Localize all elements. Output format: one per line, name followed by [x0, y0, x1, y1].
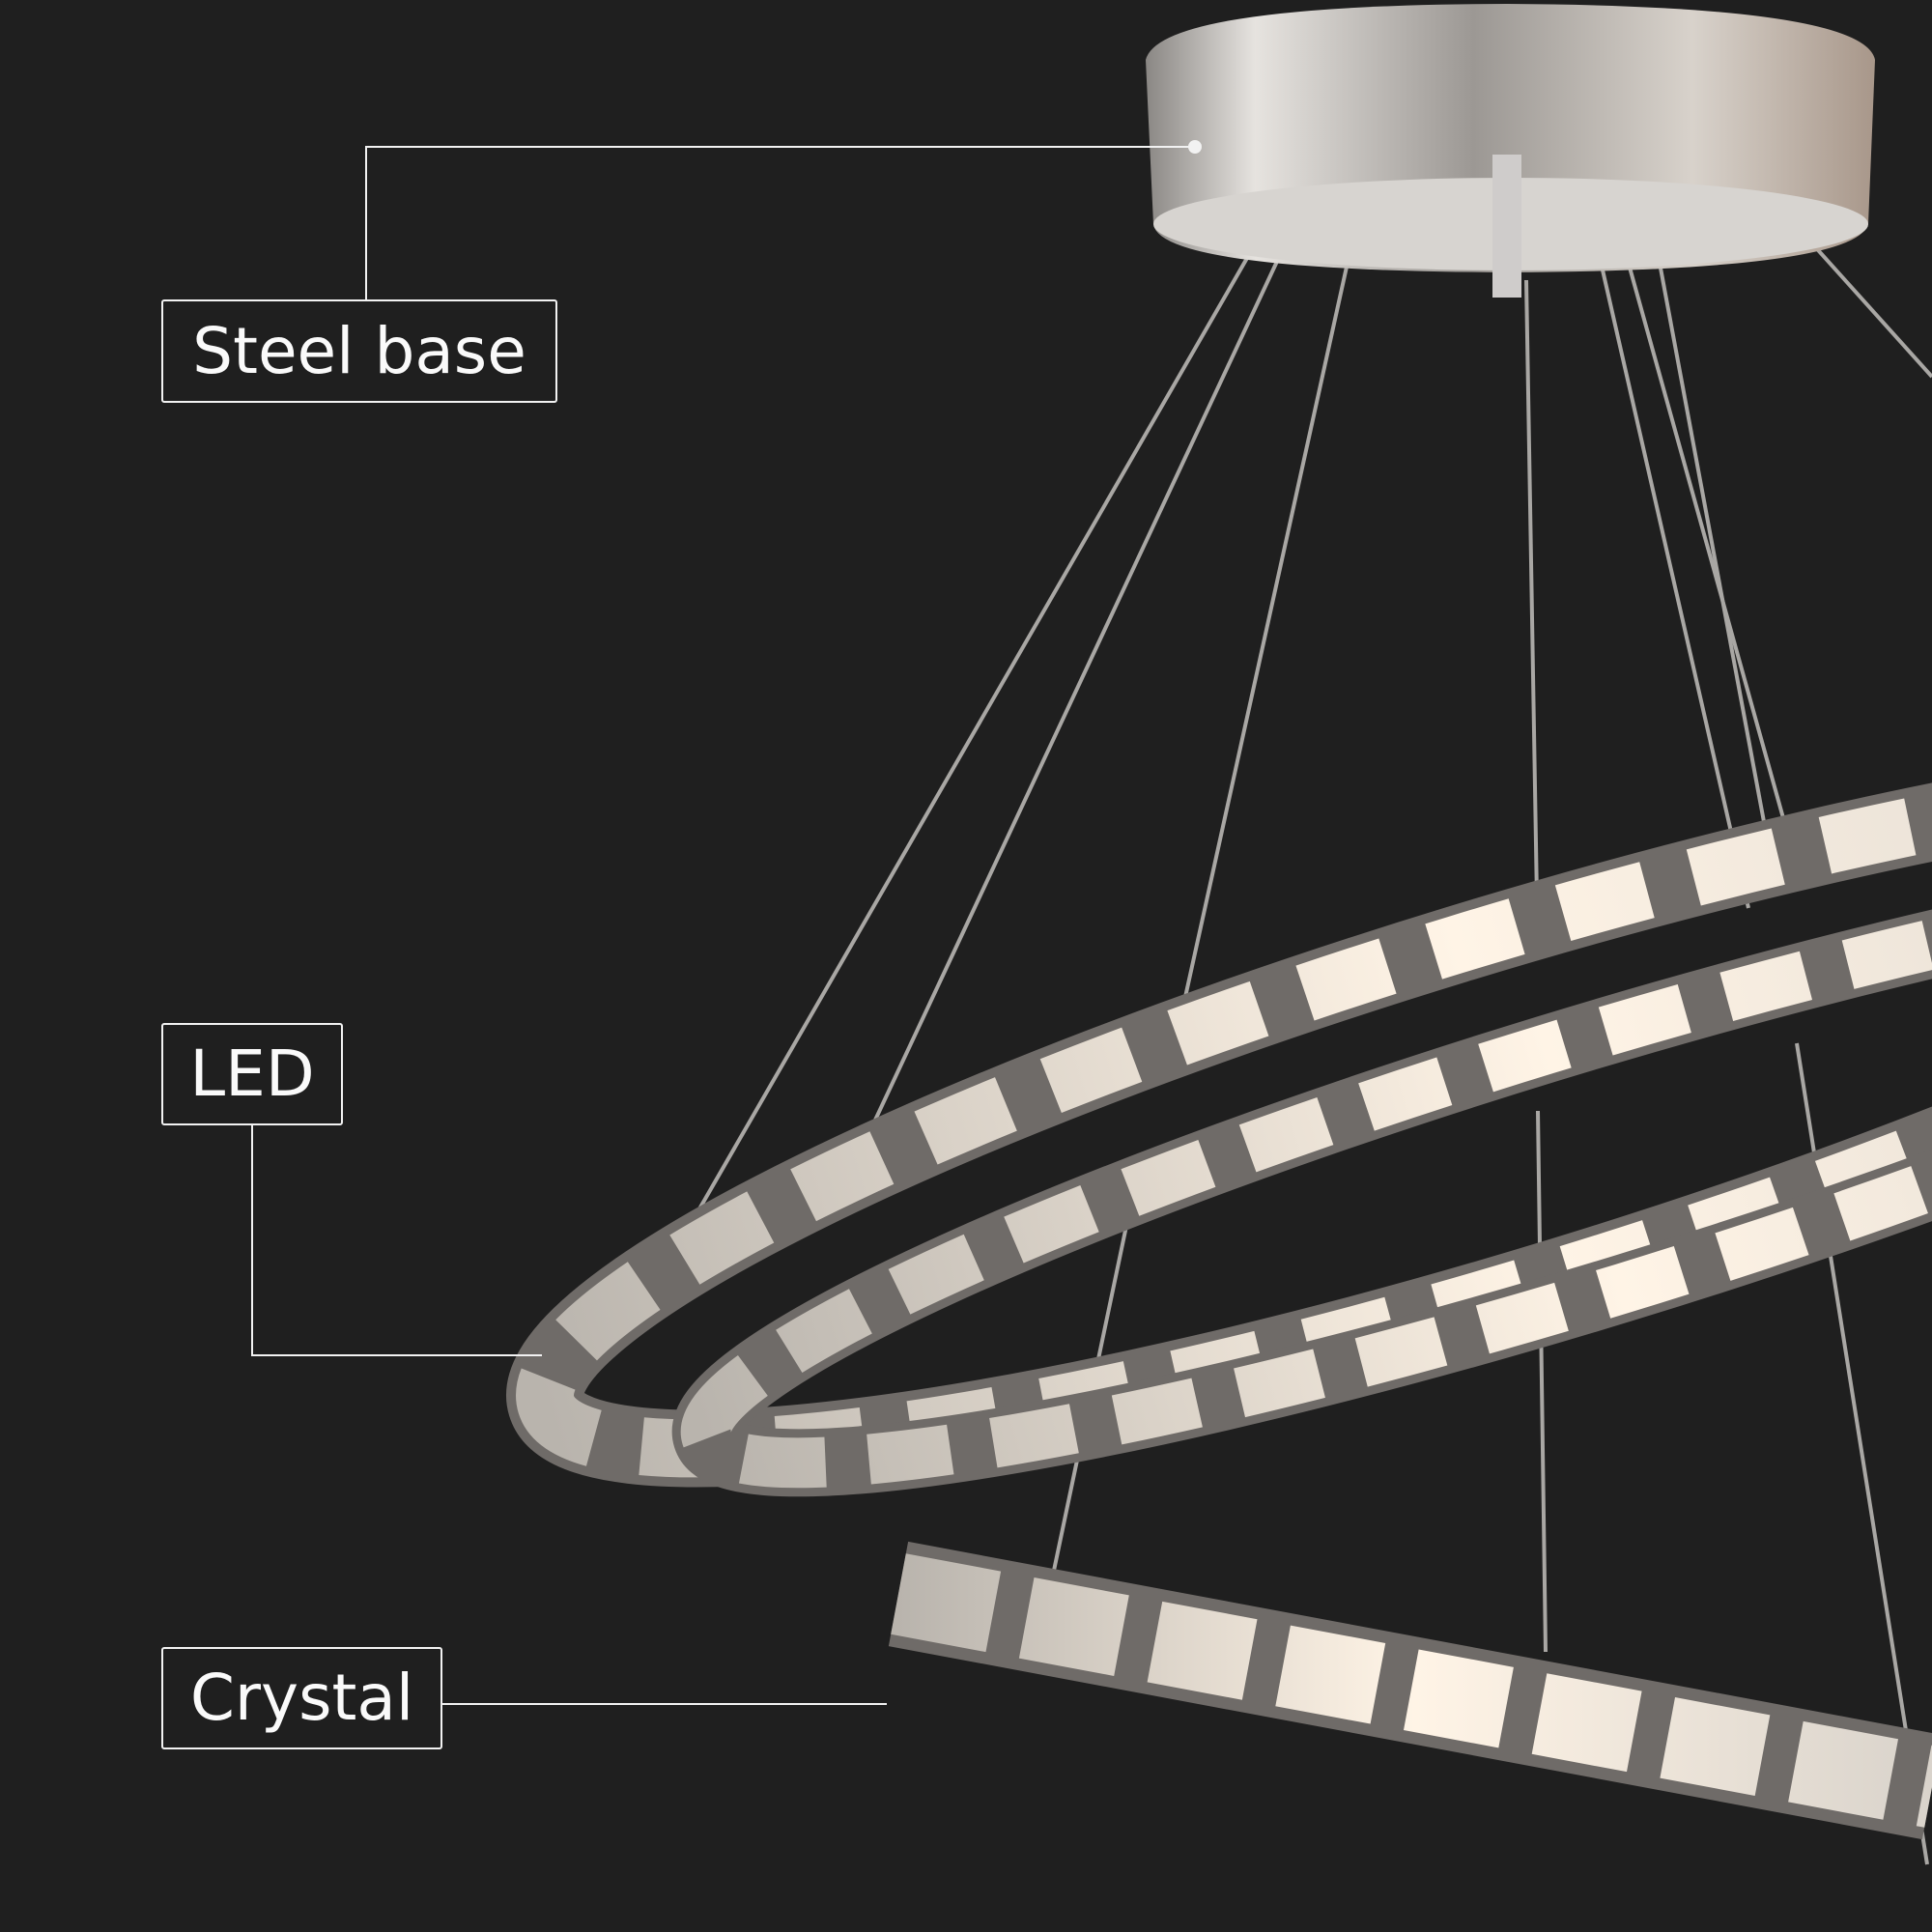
led-leader: [251, 1125, 542, 1356]
steel-base-label: Steel base: [161, 299, 557, 403]
callout-lines: [251, 146, 1195, 1705]
steel-base-dot: [1188, 140, 1202, 154]
crystal-label: Crystal: [161, 1647, 442, 1749]
middle-ring: [671, 840, 1932, 1497]
steel-base: [1146, 4, 1875, 298]
led-label: LED: [161, 1023, 343, 1125]
steel-base-leader: [365, 146, 1195, 299]
lower-ring: [888, 1541, 1932, 1840]
